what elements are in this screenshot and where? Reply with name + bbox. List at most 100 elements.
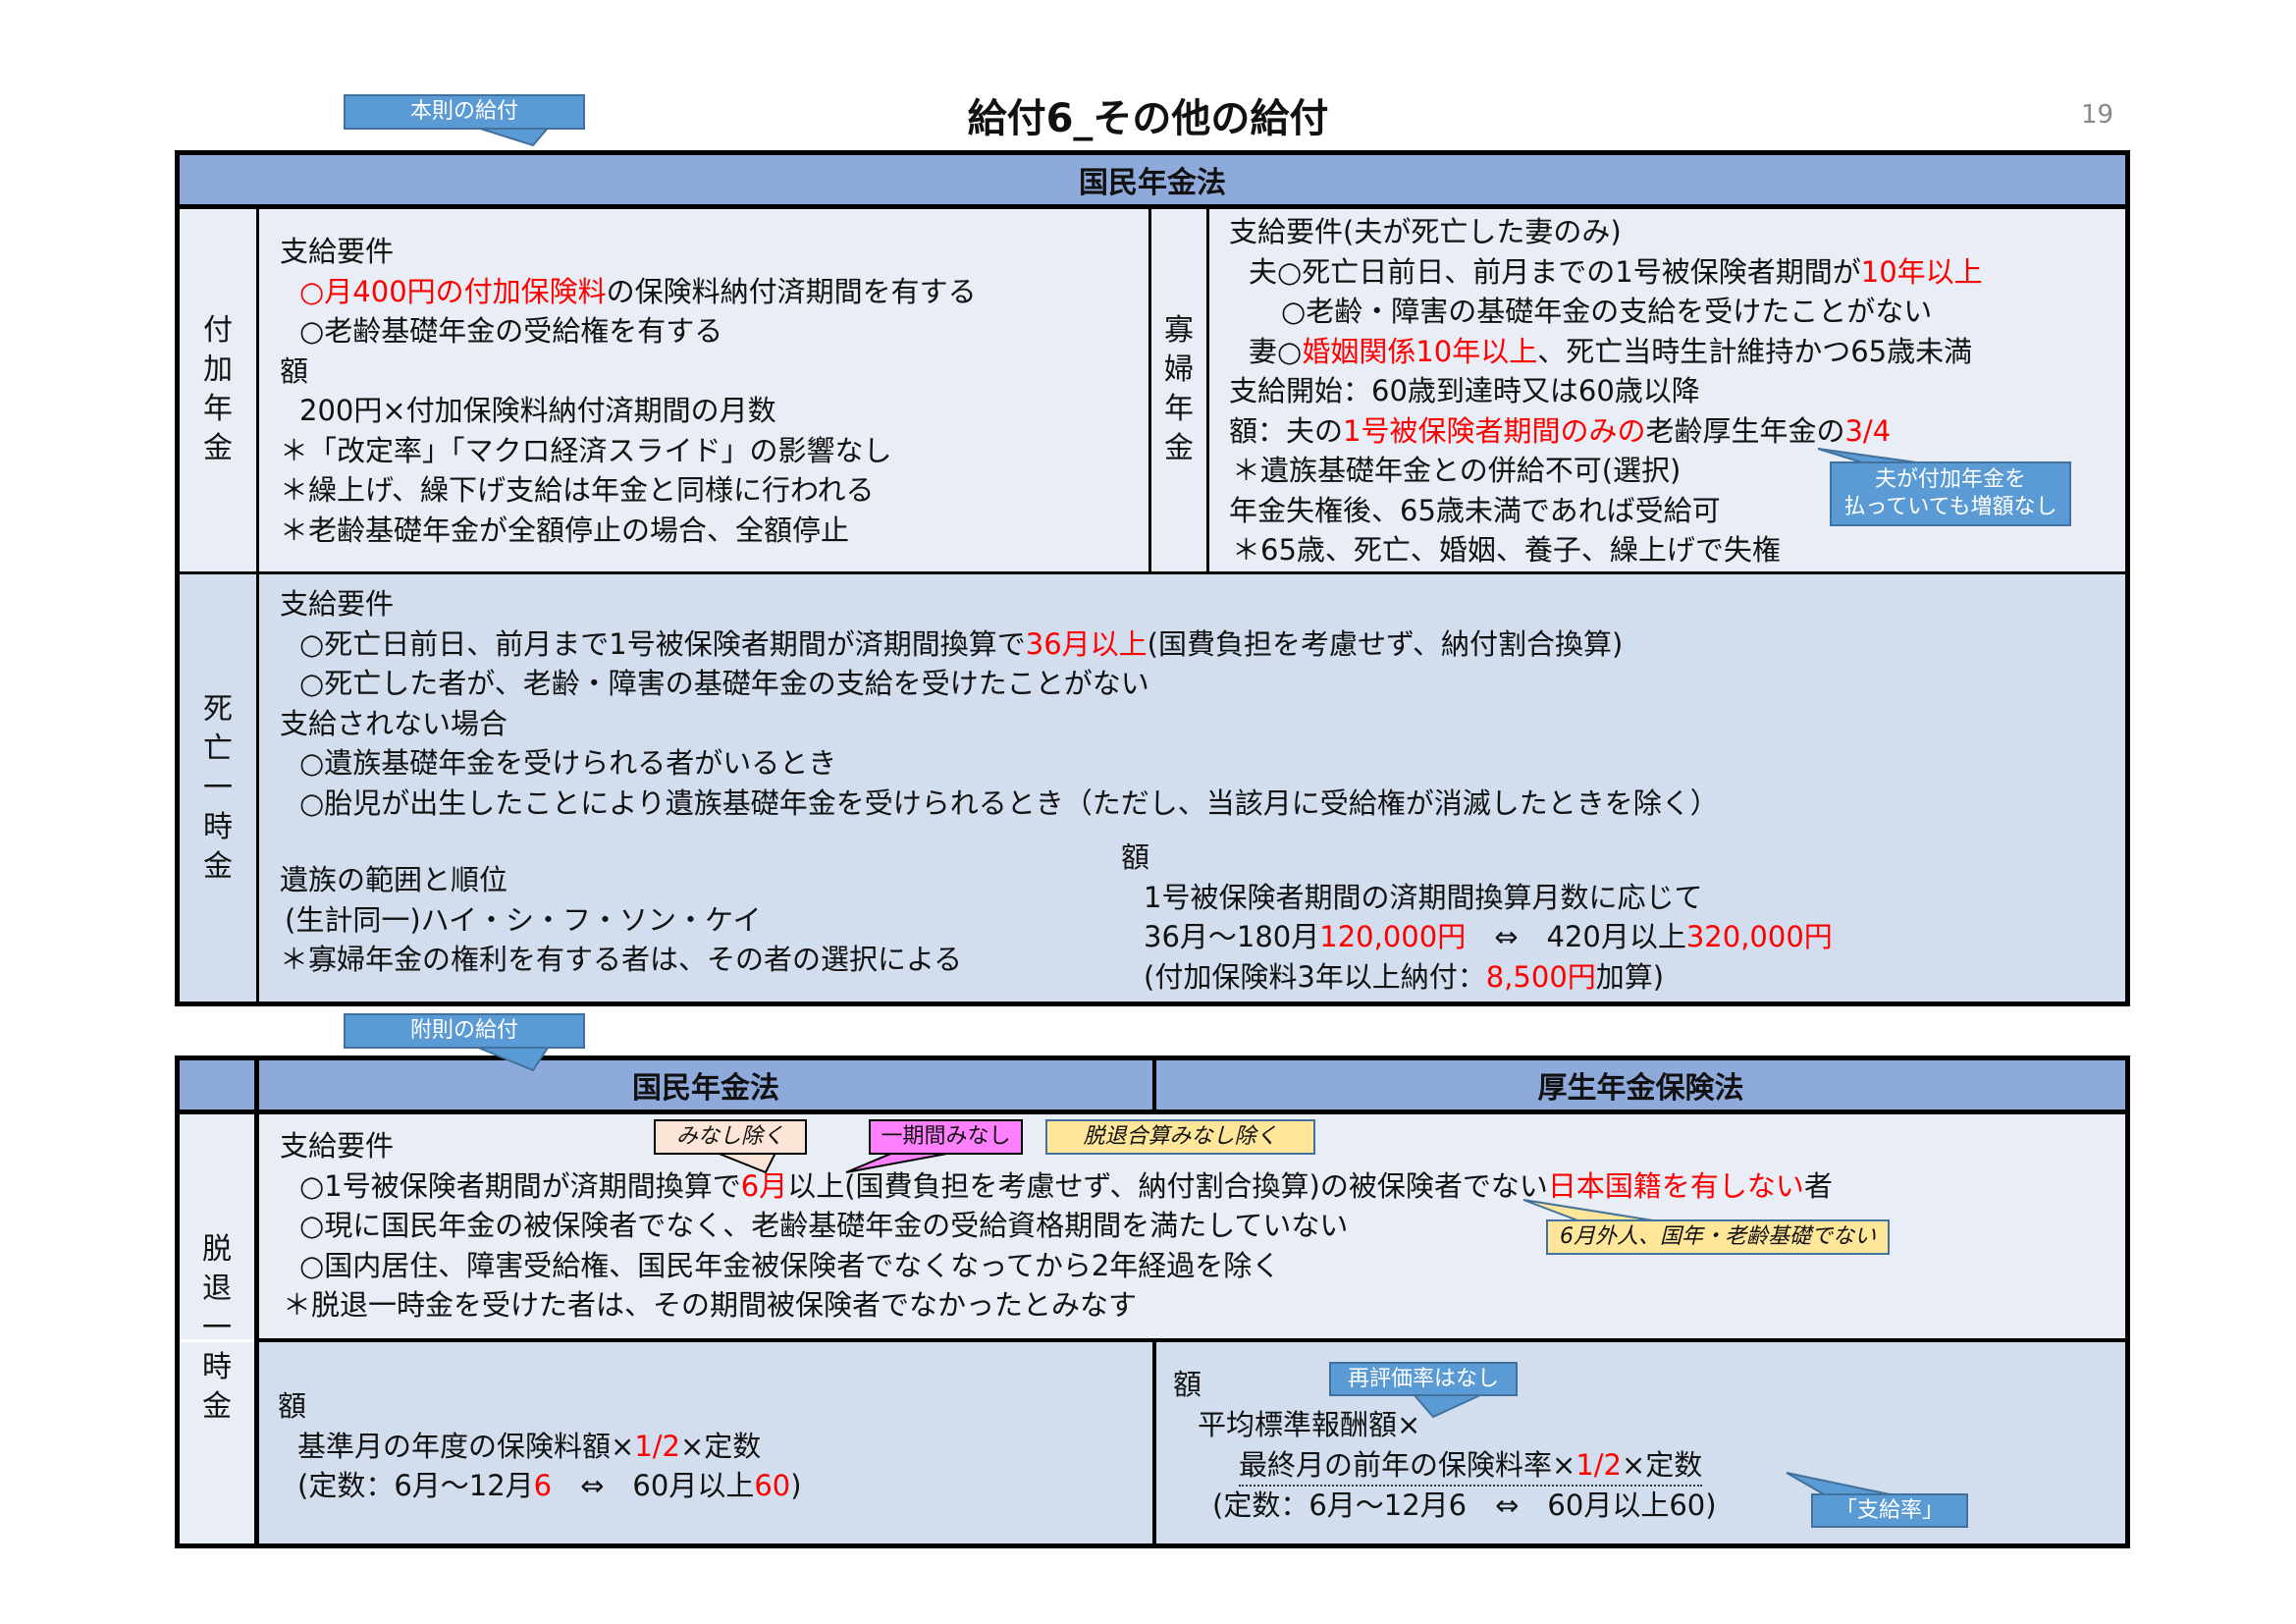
text-segment: 夫○死亡日前日、前月までの1号被保険者期間が (1249, 254, 1861, 289)
text-line: 額：夫の1号被保険者期間のみの老齢厚生年金の3/4 (1229, 411, 1891, 451)
highlight-text: 8,500円 (1485, 959, 1596, 994)
text-segment: (定数：6月～12月 (297, 1469, 534, 1502)
label-char: 年 (203, 392, 233, 426)
label-char: 金 (203, 848, 233, 884)
fuka-cell (180, 208, 2125, 571)
text-line: ＊寡婦年金の権利を有する者は、その者の選択による (280, 940, 962, 979)
label-char: 寡 (1164, 313, 1194, 348)
text-segment: ＊「改定率」「マクロ経済スライド」の影響なし (280, 433, 892, 467)
text-segment: 支給要件 (280, 587, 395, 621)
text-segment: 支給開始：60歳到達時又は60歳以降 (1229, 374, 1700, 407)
text-segment: ○胎児が出生したことにより遺族基礎年金を受けられるとき（ただし、当該月に受給権が… (299, 785, 1719, 820)
divider (254, 1056, 259, 1546)
text-segment: ＊65歳、死亡、婚姻、養子、繰上げで失権 (1232, 533, 1781, 567)
text-segment: 1号被保険者期間の済期間換算月数に応じて (1144, 880, 1703, 914)
divider (256, 1338, 2130, 1342)
divider (1152, 1056, 1156, 1114)
text-segment: ⇔ 420月以上 (1466, 920, 1686, 953)
fuka-note-callout: 夫が付加年金を 払っていても増額なし (1830, 461, 2071, 526)
label-char: 一 (203, 770, 233, 805)
highlight-text: 6月 (740, 1168, 788, 1203)
text-segment: ×定数 (679, 1429, 762, 1463)
text-line: 遺族の範囲と順位 (280, 860, 507, 899)
label-char: 亡 (203, 731, 233, 766)
text-segment: ○死亡日前日、前月まで1号被保険者期間が済期間換算で (299, 626, 1026, 661)
divider (175, 571, 2130, 574)
divider (256, 204, 259, 1001)
label-char: 金 (203, 431, 233, 465)
text-segment: 年金失権後、65歳未満であれば受給可 (1229, 493, 1721, 527)
text-line: ○老齢・障害の基礎年金の支給を受けたことがない (1281, 292, 1932, 331)
text-line: ＊「改定率」「マクロ経済スライド」の影響なし (280, 431, 892, 470)
fusoku-callout: 附則の給付 (344, 1013, 585, 1049)
text-line: ○国内居住、障害受給権、国民年金被保険者でなくなってから2年経過を除く (299, 1246, 1280, 1285)
shibo-cell (180, 574, 2125, 1001)
text-line: (定数：6月～12月6 ⇔ 60月以上60) (1212, 1486, 1717, 1525)
highlight-text: 日本国籍を有しない (1547, 1168, 1804, 1203)
text-line: 支給要件 (280, 584, 394, 623)
label-char: 時 (203, 809, 233, 844)
text-line: 平均標準報酬額× (1198, 1405, 1420, 1444)
text-segment: 最終月の前年の保険料率× (1239, 1448, 1576, 1482)
text-segment: ⇔ 60月以上 (552, 1469, 755, 1502)
text-line: 基準月の年度の保険料額×1/2×定数 (297, 1427, 761, 1466)
highlight-text: 60 (754, 1469, 791, 1502)
text-segment: 、死亡当時生計維持かつ65歳未満 (1537, 334, 1973, 368)
text-segment: ＊脱退一時金を受けた者は、その期間被保険者でなかったとみなす (283, 1288, 1138, 1322)
text-line: 200円×付加保険料納付済期間の月数 (299, 391, 776, 430)
text-line: ＊脱退一時金を受けた者は、その期間被保険者でなかったとみなす (283, 1285, 1137, 1325)
highlight-text: 1/2 (634, 1429, 680, 1463)
text-line: 額 (278, 1386, 306, 1426)
label-char: 婦 (1164, 352, 1194, 387)
text-segment: (生計同一)ハイ・シ・フ・ソン・ケイ (285, 902, 762, 937)
page-title: 給付6_その他の給付 (967, 96, 1329, 141)
text-segment: 者 (1803, 1168, 1833, 1203)
text-line: ＊繰上げ、繰下げ支給は年金と同様に行われる (280, 470, 875, 510)
text-segment: ○現に国民年金の被保険者でなく、老齢基礎年金の受給資格期間を満たしていない (299, 1209, 1349, 1242)
text-segment: 額 (280, 353, 309, 388)
text-segment: ○老齢・障害の基礎年金の支給を受けたことがない (1281, 295, 1933, 328)
highlight-text: 320,000円 (1685, 920, 1833, 953)
text-line: ＊遺族基礎年金との併給不可(選択) (1232, 451, 1681, 490)
text-line: ○現に国民年金の被保険者でなく、老齢基礎年金の受給資格期間を満たしていない (299, 1206, 1348, 1245)
text-segment: ＊寡婦年金の権利を有する者は、その者の選択による (280, 943, 963, 976)
text-line: (定数：6月～12月6 ⇔ 60月以上60) (297, 1466, 802, 1505)
text-line: ○月400円の付加保険料の保険料納付済期間を有する (299, 272, 977, 311)
text-line: 額 (280, 352, 308, 391)
highlight-text: 3/4 (1844, 413, 1892, 448)
text-line: 支給開始：60歳到達時又は60歳以降 (1229, 371, 1700, 410)
label-char: 死 (203, 691, 233, 727)
highlight-text: ○月400円の付加保険料 (299, 274, 607, 308)
text-segment: 支給要件(夫が死亡した妻のみ) (1229, 215, 1622, 248)
text-segment: ○遺族基礎年金を受けられる者がいるとき (299, 746, 837, 780)
fuka-note-line: 払っていても増額なし (1843, 495, 2057, 519)
kosei-header: 厚生年金保険法 (1156, 1060, 2125, 1110)
text-line: ○老齢基礎年金の受給権を有する (299, 311, 722, 351)
shibo-label: 死亡一時金 (180, 574, 256, 1001)
text-segment: 額 (1173, 1368, 1202, 1401)
honsoku-callout: 本則の給付 (344, 94, 585, 130)
text-segment: 額 (1121, 840, 1150, 874)
gaijin-callout: 6月外人、国年・老齢基礎でない (1546, 1219, 1890, 1255)
dattai-label: 脱退一時金 (180, 1113, 254, 1543)
text-segment: 平均標準報酬額× (1198, 1408, 1421, 1441)
text-segment: ○国内居住、障害受給権、国民年金被保険者でなくなってから2年経過を除く (299, 1248, 1281, 1282)
highlight-text: 10年以上 (1860, 254, 1983, 289)
dattai-gassan-callout: 脱退合算みなし除く (1045, 1119, 1315, 1155)
label-cell (180, 1342, 256, 1543)
fuka-label: 付加年金 (180, 208, 256, 571)
kokumin-header: 国民年金法 (180, 155, 2125, 204)
label-char: 退 (202, 1272, 232, 1306)
text-line: ＊老齢基礎年金が全額停止の場合、全額停止 (280, 511, 849, 550)
text-line: ○1号被保険者期間が済期間換算で6月以上(国費負担を考慮せず、納付割合換算)の被… (299, 1166, 1833, 1206)
text-segment: 支給要件 (280, 235, 395, 268)
label-char: 金 (202, 1389, 232, 1424)
text-segment: (国費負担を考慮せず、納付割合換算) (1147, 626, 1624, 661)
label-char: 年 (1164, 392, 1194, 426)
text-segment: ＊遺族基礎年金との併給不可(選択) (1232, 454, 1682, 487)
text-segment: の保険料納付済期間を有する (606, 274, 977, 308)
text-segment: 妻○ (1249, 334, 1303, 368)
text-line: 支給要件 (280, 1126, 394, 1165)
header-corner (180, 1060, 256, 1110)
text-segment: ＊老齢基礎年金が全額停止の場合、全額停止 (280, 513, 850, 547)
